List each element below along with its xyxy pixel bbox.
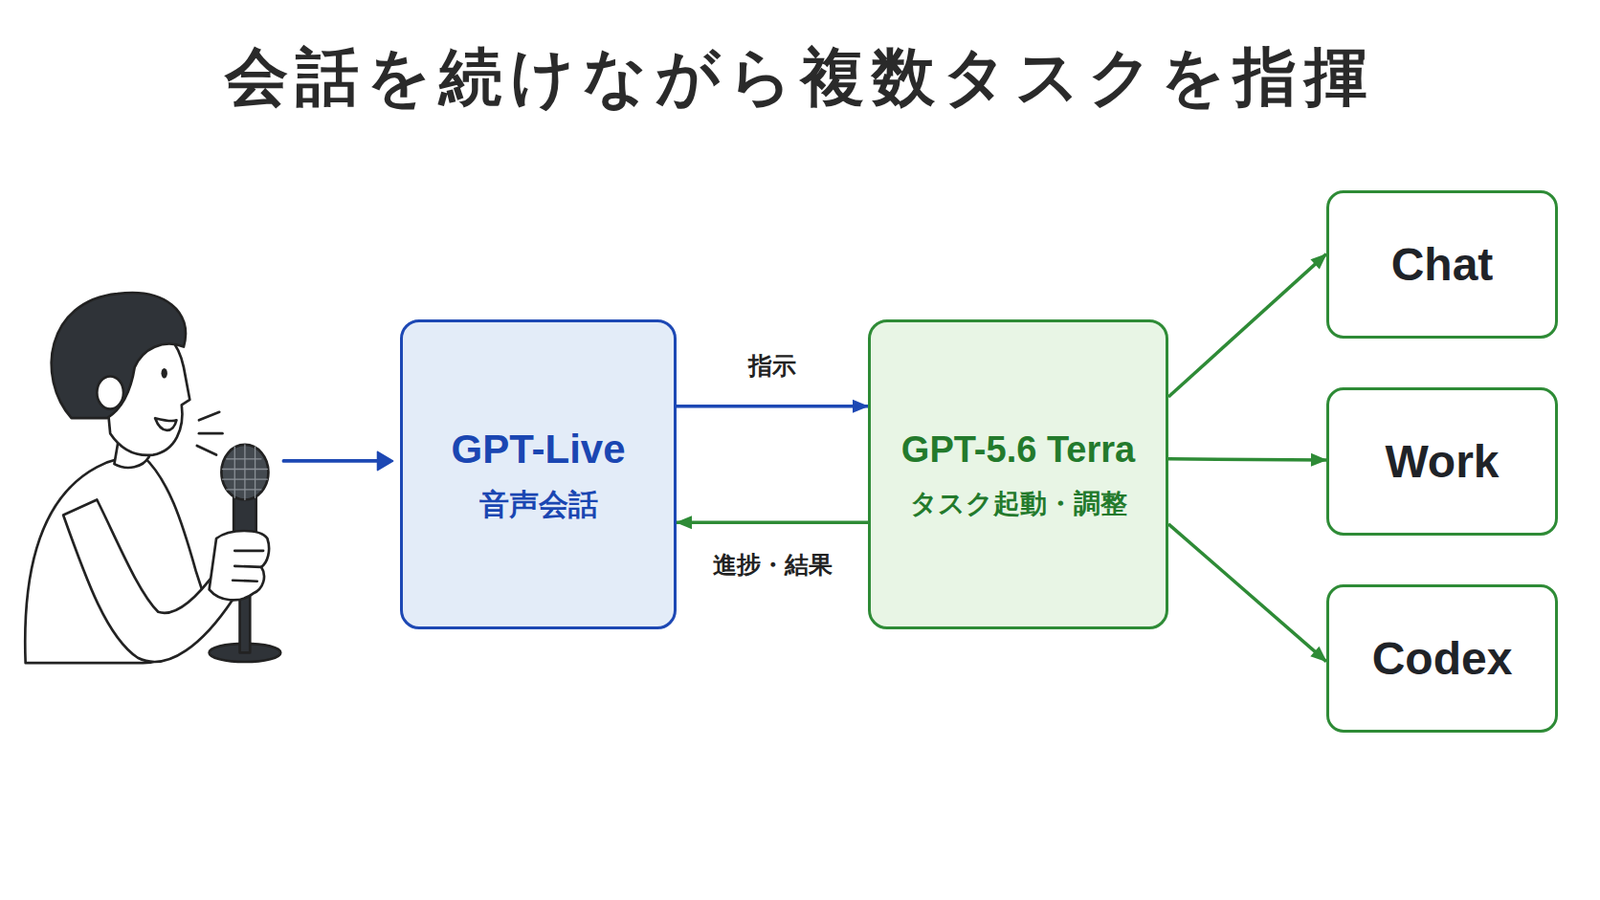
node-subtitle: タスク起動・調整 (910, 488, 1128, 520)
person-ear (96, 376, 124, 409)
flow-arrow (676, 404, 868, 409)
person-mouth (155, 418, 177, 431)
diagram-title: 会話を続けながら複数タスクを指揮 (0, 34, 1600, 121)
edge-label: 進捗・結果 (712, 549, 833, 581)
task-box: Chat (1326, 190, 1558, 339)
node-title: GPT-Live (450, 426, 625, 473)
mic-head (221, 444, 268, 501)
person-hand (209, 531, 269, 600)
flow-arrow (1168, 524, 1327, 663)
flow-arrow (1168, 254, 1327, 398)
flow-arrow (676, 520, 868, 525)
task-box: Codex (1326, 584, 1558, 734)
speech-line (199, 412, 220, 422)
voice-box: GPT-Live 音声会話 (400, 319, 677, 630)
person-arm (63, 499, 233, 662)
node-title: Codex (1372, 632, 1513, 686)
speech-arrow (283, 459, 379, 464)
mic-grid (222, 444, 267, 501)
speech-line (197, 445, 217, 456)
node-subtitle: 音声会話 (479, 488, 599, 523)
person-eye (160, 368, 167, 379)
task-box: Work (1326, 387, 1558, 536)
finger-lines (232, 551, 264, 582)
edge-label: 指示 (748, 349, 797, 381)
orchestrator-box: GPT-5.6 Terra タスク起動・調整 (867, 319, 1169, 630)
speech-line (199, 432, 223, 436)
node-title: GPT-5.6 Terra (901, 429, 1135, 472)
flow-arrow (1168, 459, 1327, 461)
person-hair (51, 292, 186, 419)
node-title: Work (1384, 435, 1499, 489)
speech-arrow-head (377, 451, 394, 470)
node-title: Chat (1391, 238, 1494, 291)
